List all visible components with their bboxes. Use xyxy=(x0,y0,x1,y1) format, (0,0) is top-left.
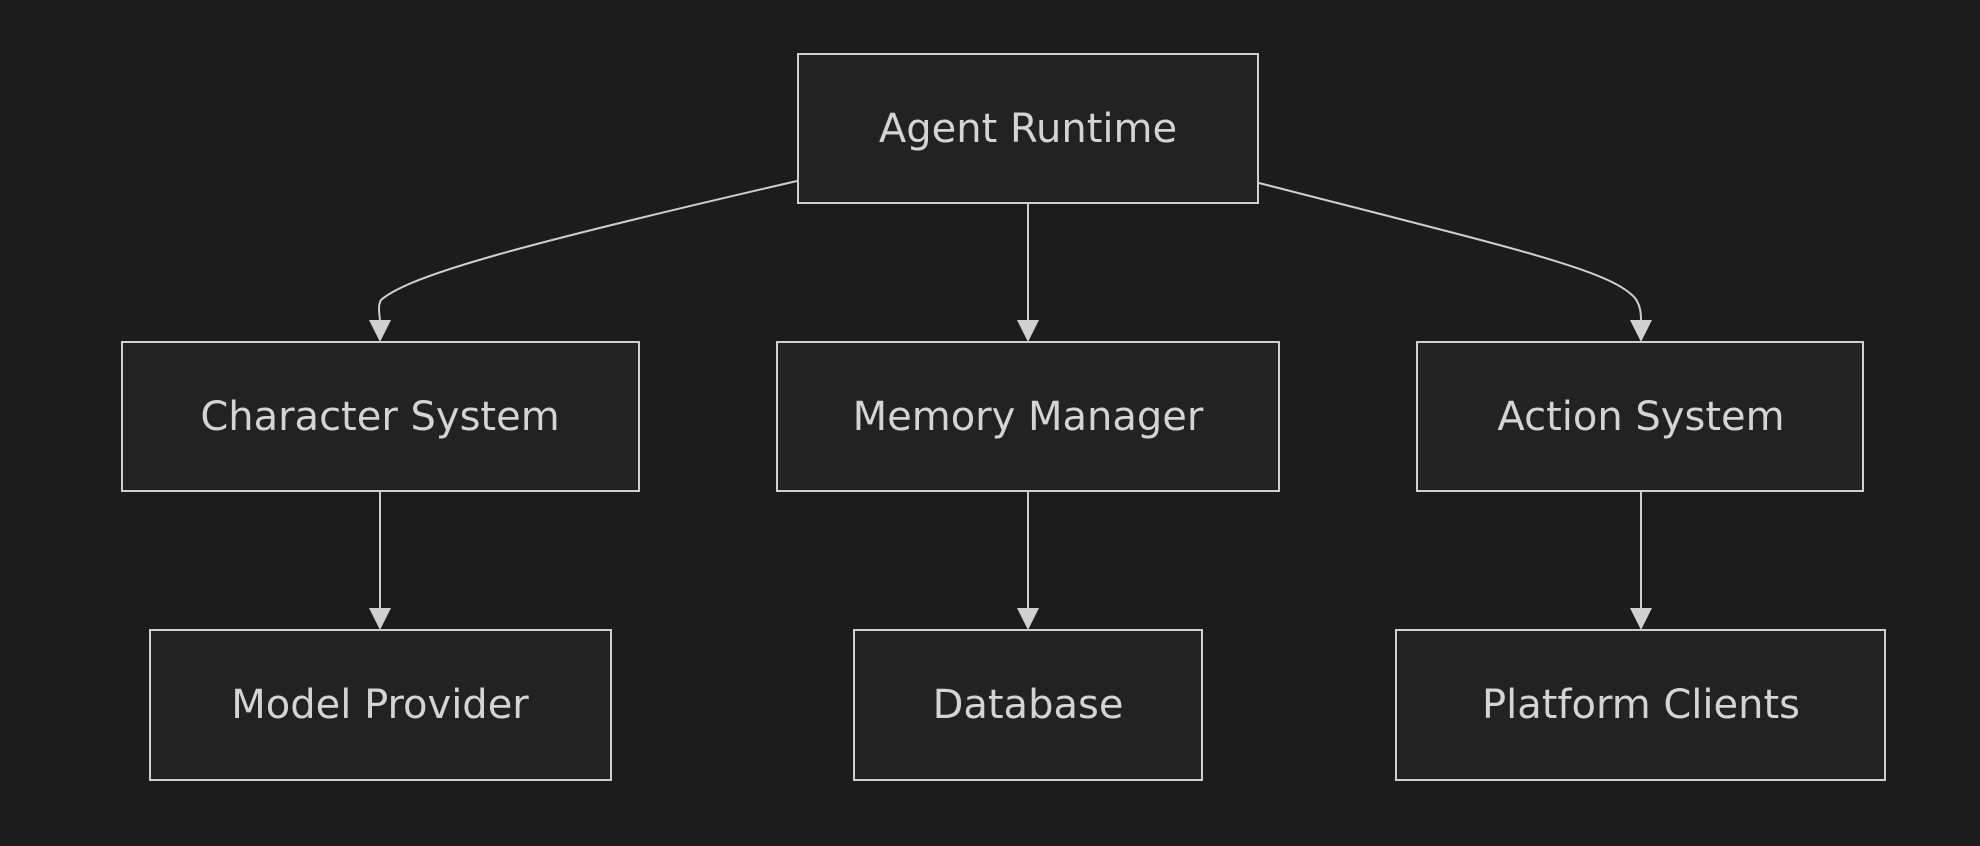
node-action-system: Action System xyxy=(1416,341,1864,492)
edge-action-system-to-platform-clients xyxy=(1630,492,1652,630)
node-action-system-label: Action System xyxy=(1497,394,1784,440)
edge-memory-manager-to-database xyxy=(1017,492,1039,630)
edge-agent-runtime-to-memory-manager xyxy=(1017,204,1039,342)
node-character-system: Character System xyxy=(121,341,640,492)
edge-agent-runtime-to-action-system xyxy=(1258,182,1652,342)
node-platform-clients: Platform Clients xyxy=(1395,629,1886,781)
node-database-label: Database xyxy=(933,682,1124,728)
node-agent-runtime: Agent Runtime xyxy=(797,53,1259,204)
node-memory-manager: Memory Manager xyxy=(776,341,1280,492)
edge-agent-runtime-to-character-system xyxy=(369,180,798,342)
node-model-provider: Model Provider xyxy=(149,629,612,781)
edge-character-system-to-model-provider xyxy=(369,492,391,630)
node-platform-clients-label: Platform Clients xyxy=(1482,682,1800,728)
node-agent-runtime-label: Agent Runtime xyxy=(879,106,1177,152)
node-memory-manager-label: Memory Manager xyxy=(853,394,1204,440)
node-database: Database xyxy=(853,629,1203,781)
node-character-system-label: Character System xyxy=(200,394,559,440)
node-model-provider-label: Model Provider xyxy=(231,682,529,728)
